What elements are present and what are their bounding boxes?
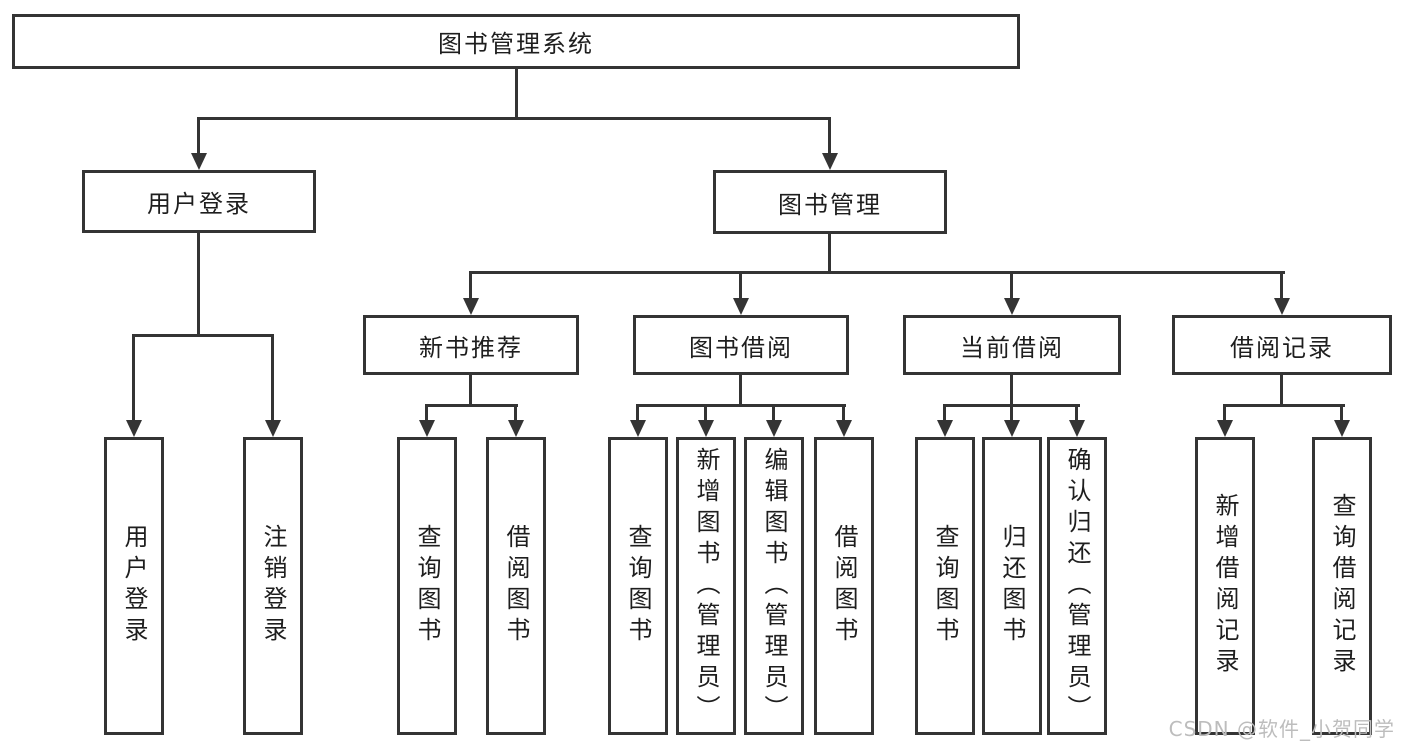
node-current-borrow: 当前借阅: [903, 315, 1121, 375]
arrowhead-down: [1334, 420, 1350, 437]
connector-book-borrow-trunk: [739, 373, 742, 407]
node-root-label: 图书管理系统: [438, 30, 594, 58]
connector-drop-leaf-user-login: [132, 334, 135, 422]
connector-user-login-trunk: [197, 231, 200, 336]
arrowhead-down: [822, 153, 838, 170]
connector-book-management-split: [469, 271, 1285, 274]
csdn-watermark: CSDN @软件_小贺同学: [1168, 717, 1395, 741]
connector-book-borrow-split: [636, 404, 846, 407]
node-leaf-user-login-label: 用户登录: [120, 524, 148, 648]
connector-drop-current-borrow: [1010, 271, 1013, 300]
node-borrow-records: 借阅记录: [1172, 315, 1392, 375]
node-user-login-label: 用户登录: [147, 190, 251, 218]
connector-drop-cb-return: [1010, 404, 1013, 422]
arrowhead-down: [1069, 420, 1085, 437]
node-leaf-bb-borrow-book-label: 借阅图书: [830, 524, 858, 648]
node-leaf-bb-add-book: 新增图书（管理员）: [676, 437, 736, 735]
node-user-login: 用户登录: [82, 170, 316, 233]
node-leaf-cb-confirm-return: 确认归还（管理员）: [1047, 437, 1107, 735]
node-leaf-cb-confirm-return-label: 确认归还（管理员）: [1063, 446, 1091, 726]
node-leaf-user-login: 用户登录: [104, 437, 164, 735]
connector-new-book-recommend-trunk: [469, 373, 472, 407]
connector-drop-borrow-records: [1280, 271, 1283, 300]
connector-drop-bb-edit: [772, 404, 775, 422]
node-leaf-br-query-record-label: 查询借阅记录: [1328, 493, 1356, 679]
node-leaf-logout: 注销登录: [243, 437, 303, 735]
connector-drop-bb-add: [704, 404, 707, 422]
connector-drop-cb-confirm: [1075, 404, 1078, 422]
arrowhead-down: [1217, 420, 1233, 437]
node-leaf-bb-edit-book-label: 编辑图书（管理员）: [760, 446, 788, 726]
connector-borrow-records-trunk: [1280, 373, 1283, 407]
arrowhead-down: [463, 298, 479, 315]
node-leaf-bb-edit-book: 编辑图书（管理员）: [744, 437, 804, 735]
arrowhead-down: [126, 420, 142, 437]
arrowhead-down: [1004, 420, 1020, 437]
arrowhead-down: [1274, 298, 1290, 315]
connector-user-login-split: [132, 334, 274, 337]
connector-root-split: [197, 117, 831, 120]
connector-drop-br-add: [1223, 404, 1226, 422]
node-leaf-nb-borrow-book-label: 借阅图书: [502, 524, 530, 648]
arrowhead-down: [419, 420, 435, 437]
connector-current-borrow-trunk: [1010, 373, 1013, 407]
connector-root-trunk: [515, 67, 518, 119]
node-book-management-label: 图书管理: [778, 190, 882, 219]
node-new-book-recommend-label: 新书推荐: [419, 333, 523, 362]
node-leaf-nb-query-book: 查询图书: [397, 437, 457, 735]
node-root: 图书管理系统: [12, 14, 1020, 69]
connector-drop-book-management: [828, 117, 831, 155]
node-leaf-bb-add-book-label: 新增图书（管理员）: [692, 446, 720, 726]
node-book-management: 图书管理: [713, 170, 947, 234]
arrowhead-down: [766, 420, 782, 437]
node-leaf-cb-query-book-label: 查询图书: [931, 524, 959, 648]
node-new-book-recommend: 新书推荐: [363, 315, 579, 375]
arrowhead-down: [733, 298, 749, 315]
node-book-borrow: 图书借阅: [633, 315, 849, 375]
connector-drop-book-borrow: [739, 271, 742, 300]
connector-drop-leaf-logout: [271, 334, 274, 422]
connector-drop-nb-query: [425, 404, 428, 422]
node-leaf-br-query-record: 查询借阅记录: [1312, 437, 1372, 735]
connector-borrow-records-split: [1223, 404, 1345, 407]
connector-drop-user-login: [197, 117, 200, 155]
arrowhead-down: [1004, 298, 1020, 315]
arrowhead-down: [265, 420, 281, 437]
connector-drop-br-query: [1340, 404, 1343, 422]
connector-drop-bb-query: [636, 404, 639, 422]
connector-new-book-recommend-split: [425, 404, 518, 407]
connector-drop-bb-borrow: [842, 404, 845, 422]
node-leaf-cb-return-book: 归还图书: [982, 437, 1042, 735]
connector-drop-nb-borrow: [514, 404, 517, 422]
node-book-borrow-label: 图书借阅: [689, 333, 793, 362]
node-leaf-cb-return-book-label: 归还图书: [998, 524, 1026, 648]
node-current-borrow-label: 当前借阅: [960, 333, 1064, 362]
node-leaf-br-add-record-label: 新增借阅记录: [1211, 493, 1239, 679]
node-leaf-bb-borrow-book: 借阅图书: [814, 437, 874, 735]
connector-drop-cb-query: [943, 404, 946, 422]
arrowhead-down: [937, 420, 953, 437]
arrowhead-down: [836, 420, 852, 437]
arrowhead-down: [191, 153, 207, 170]
arrowhead-down: [698, 420, 714, 437]
connector-book-management-trunk: [828, 232, 831, 274]
node-leaf-bb-query-book-label: 查询图书: [624, 524, 652, 648]
node-leaf-bb-query-book: 查询图书: [608, 437, 668, 735]
arrowhead-down: [630, 420, 646, 437]
connector-drop-new-book-recommend: [469, 271, 472, 300]
node-leaf-logout-label: 注销登录: [259, 524, 287, 648]
node-leaf-nb-query-book-label: 查询图书: [413, 524, 441, 648]
node-leaf-cb-query-book: 查询图书: [915, 437, 975, 735]
arrowhead-down: [508, 420, 524, 437]
node-leaf-br-add-record: 新增借阅记录: [1195, 437, 1255, 735]
node-borrow-records-label: 借阅记录: [1230, 333, 1334, 362]
node-leaf-nb-borrow-book: 借阅图书: [486, 437, 546, 735]
